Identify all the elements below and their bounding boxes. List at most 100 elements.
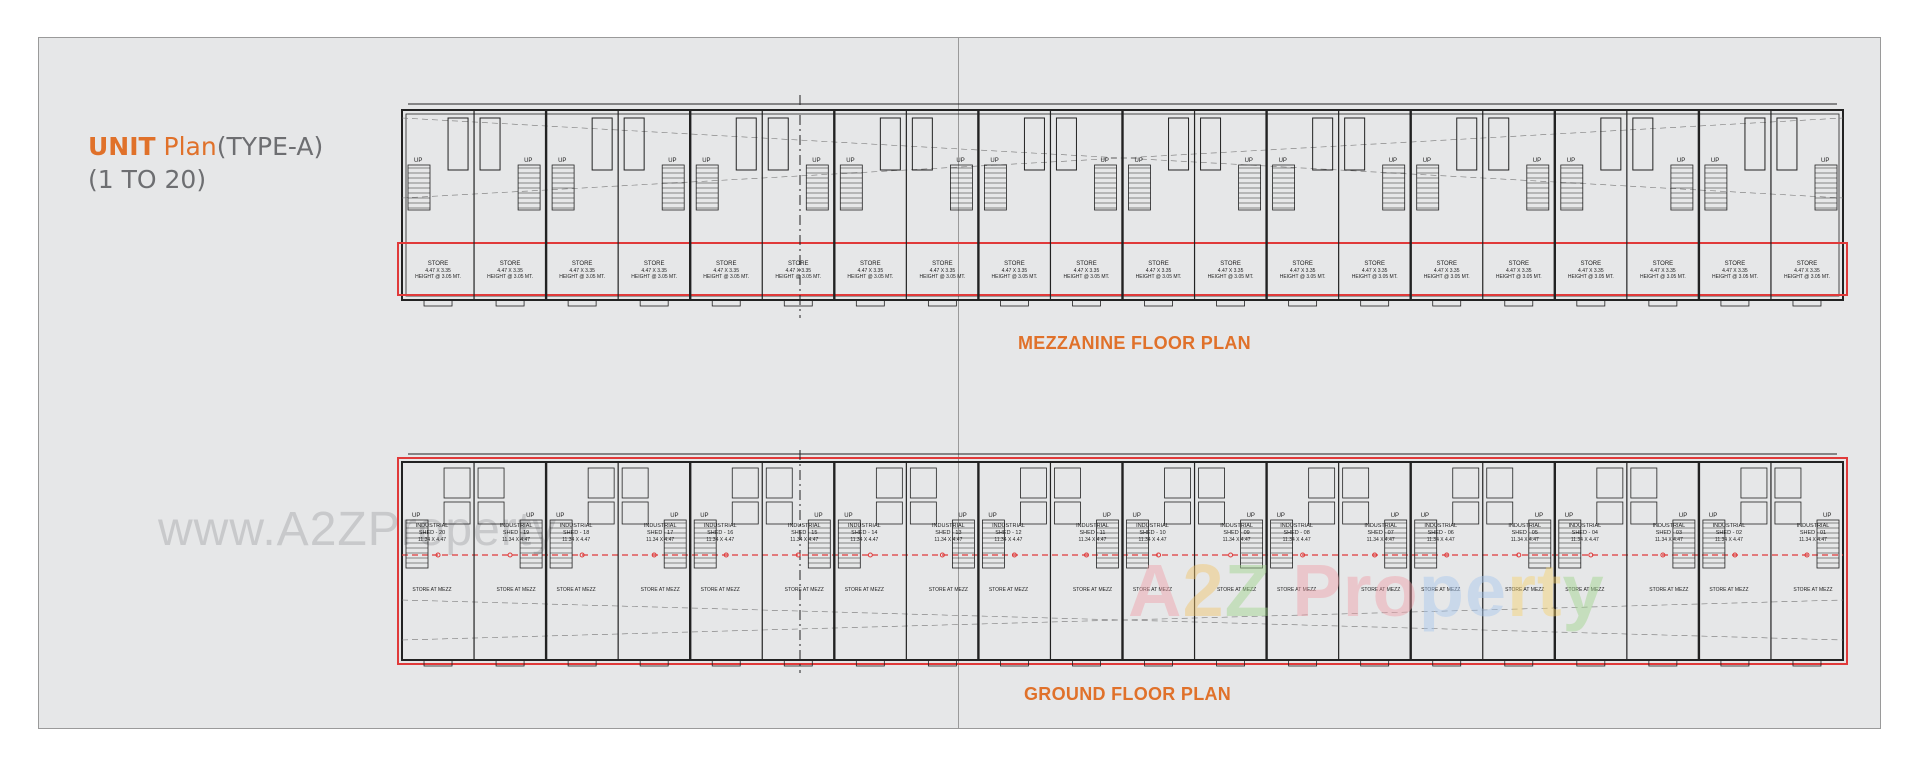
mezz-staircase: [517, 164, 541, 211]
mezz-stair-up-label: UP: [524, 158, 532, 164]
ground-shed-number: SHED - 05: [1512, 530, 1538, 536]
ground-store-note: STORE AT MEZZ: [1649, 587, 1688, 593]
ground-shed-title: INDUSTRIAL: [1364, 523, 1397, 529]
ground-stair-up-label: UP: [958, 513, 966, 519]
mezz-store-height: HEIGHT @ 3.05 MT.: [1064, 274, 1110, 280]
mezz-staircase: [661, 164, 685, 211]
mezz-front-step: [1720, 299, 1750, 307]
mezz-store-title: STORE: [1148, 261, 1169, 267]
ground-shed-size: 11.34 X 4.47: [934, 537, 962, 543]
mezzanine-floor-plan-label: MEZZANINE FLOOR PLAN: [1018, 333, 1251, 353]
title-plan: Plan: [163, 132, 217, 161]
ground-stair-up-label: UP: [412, 513, 420, 519]
logo-word-part-4: y: [1562, 549, 1605, 632]
ground-service-point: [795, 552, 801, 558]
ground-shed-title: INDUSTRIAL: [1220, 523, 1253, 529]
mezz-front-step: [855, 299, 885, 307]
ground-front-step: [1792, 659, 1822, 667]
mezz-store-size: 4.47 X 3.35: [1074, 268, 1100, 274]
ground-service-point: [1804, 552, 1810, 558]
mezz-stair-up-label: UP: [1567, 158, 1575, 164]
mezz-front-step: [1360, 299, 1390, 307]
watermark-url: www.A2ZProperty: [158, 503, 558, 556]
mezz-stair-up-label: UP: [1533, 158, 1541, 164]
mezz-store-title: STORE: [1364, 261, 1385, 267]
ground-shed-number: SHED - 02: [1716, 530, 1742, 536]
mezz-store-title: STORE: [1653, 261, 1674, 267]
ground-shed-title: INDUSTRIAL: [416, 523, 449, 529]
mezz-staircase: [984, 164, 1007, 211]
ground-floor-plan-label: GROUND FLOOR PLAN: [1024, 684, 1232, 704]
mezz-stair-up-label: UP: [1279, 158, 1287, 164]
ground-store-note: STORE AT MEZZ: [1217, 587, 1256, 593]
ground-front-step: [1504, 659, 1534, 667]
mezz-store-height: HEIGHT @ 3.05 MT.: [775, 274, 821, 280]
mezz-store-size: 4.47 X 3.35: [1722, 268, 1748, 274]
mezz-beam: [1055, 117, 1077, 171]
mezz-front-step: [711, 299, 741, 307]
ground-shed-number: SHED - 09: [1223, 530, 1249, 536]
ground-toilet-block: [909, 467, 937, 499]
ground-stair-up-label: UP: [1535, 513, 1543, 519]
ground-service-point: [1300, 552, 1306, 558]
mezz-store-size: 4.47 X 3.35: [1506, 268, 1532, 274]
mezz-beam: [591, 117, 613, 171]
ground-shed-size: 11.34 X 4.47: [418, 537, 446, 543]
ground-store-note: STORE AT MEZZ: [1505, 587, 1544, 593]
mezz-store-size: 4.47 X 3.35: [1146, 268, 1172, 274]
ground-shed-size: 11.34 X 4.47: [1655, 537, 1683, 543]
mezz-store-size: 4.47 X 3.35: [858, 268, 884, 274]
mezz-beam: [1312, 117, 1334, 171]
ground-service-point: [1228, 552, 1234, 558]
mezz-stair-up-label: UP: [1677, 158, 1685, 164]
mezz-beam: [623, 117, 645, 171]
ground-front-step: [639, 659, 669, 667]
ground-toilet-block: [1164, 467, 1191, 499]
mezz-store-size: 4.47 X 3.35: [569, 268, 595, 274]
watermark-logo: A2Z Property: [1128, 548, 1605, 633]
mezz-beam: [911, 117, 933, 171]
mezz-staircase: [1526, 164, 1550, 211]
ground-shed-number: SHED - 07: [1368, 530, 1394, 536]
ground-shed-size: 11.34 X 4.47: [1283, 537, 1311, 543]
mezz-store-height: HEIGHT @ 3.05 MT.: [1136, 274, 1182, 280]
ground-front-step: [1144, 659, 1173, 667]
ground-shed-number: SHED - 08: [1283, 530, 1309, 536]
ground-store-note: STORE AT MEZZ: [1133, 587, 1172, 593]
mezz-store-title: STORE: [1076, 261, 1097, 267]
ground-stair-up-label: UP: [1103, 513, 1111, 519]
logo-word-part-3: rt: [1507, 549, 1563, 632]
ground-staircase: [519, 519, 543, 569]
ground-stair-up-label: UP: [1247, 513, 1255, 519]
logo-letter-z: Z: [1224, 549, 1271, 632]
ground-front-step: [1432, 659, 1462, 667]
ground-store-note: STORE AT MEZZ: [989, 587, 1028, 593]
ground-wash-area: [1630, 501, 1658, 525]
mezz-store-height: HEIGHT @ 3.05 MT.: [1712, 274, 1758, 280]
ground-store-note: STORE AT MEZZ: [1277, 587, 1316, 593]
mezz-beam: [1200, 117, 1222, 171]
ground-front-step: [1576, 659, 1606, 667]
ground-wash-area: [1342, 501, 1370, 525]
ground-staircase: [1384, 519, 1408, 569]
ground-stair-up-label: UP: [988, 513, 996, 519]
ground-staircase: [1240, 519, 1263, 569]
mezz-store-title: STORE: [428, 261, 449, 267]
ground-toilet-block: [477, 467, 505, 499]
mezz-stair-up-label: UP: [1135, 158, 1143, 164]
mezz-beam: [1344, 117, 1366, 171]
ground-wash-area: [621, 501, 649, 525]
ground-front-step: [567, 659, 597, 667]
ground-shed-title: INDUSTRIAL: [848, 523, 881, 529]
ground-wash-area: [765, 501, 793, 525]
ground-staircase: [693, 519, 717, 569]
ground-toilet-block: [1342, 467, 1370, 499]
ground-shed-number: SHED - 13: [935, 530, 961, 536]
ground-wash-area: [477, 501, 505, 525]
ground-wash-area: [1486, 501, 1514, 525]
mezz-stair-up-label: UP: [846, 158, 854, 164]
mezz-beam: [447, 117, 469, 171]
mezz-front-step: [783, 299, 813, 307]
mezz-staircase: [1704, 164, 1728, 211]
